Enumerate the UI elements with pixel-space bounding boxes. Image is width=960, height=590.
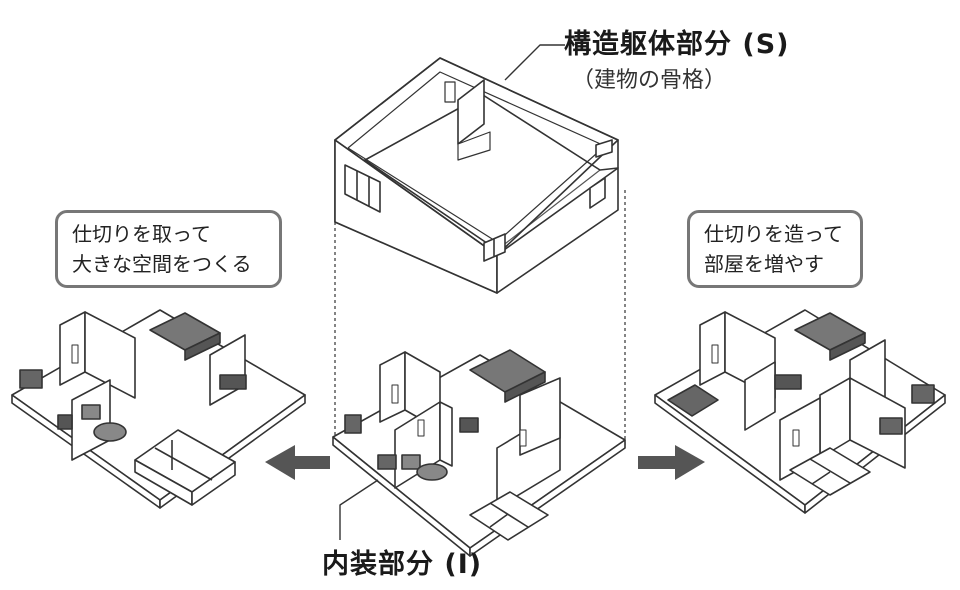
interior-leader [339, 479, 379, 540]
arrow-right-icon [638, 445, 705, 480]
right-more-rooms [654, 309, 946, 514]
callout-left-line2: 大きな空間をつくる [72, 252, 252, 276]
callout-left-line1: 仕切りを取って [72, 222, 211, 246]
structure-shell [334, 57, 619, 294]
callout-right-line1: 仕切りを造って [704, 222, 843, 246]
callout-add-partitions: 仕切りを造って 部屋を増やす [687, 210, 863, 288]
interior-title: 内装部分 (I) [322, 549, 483, 580]
callout-remove-partitions: 仕切りを取って 大きな空間をつくる [55, 210, 282, 288]
structure-title: 構造躯体部分 (S) [564, 29, 790, 60]
projection-lines [334, 190, 626, 445]
left-open-plan [11, 309, 306, 509]
structure-leader [504, 44, 565, 81]
structure-subtitle: （建物の骨格） [572, 68, 727, 93]
interior-floorplan [332, 349, 626, 557]
arrow-left-icon [265, 445, 330, 480]
callout-right-line2: 部屋を増やす [704, 252, 824, 276]
